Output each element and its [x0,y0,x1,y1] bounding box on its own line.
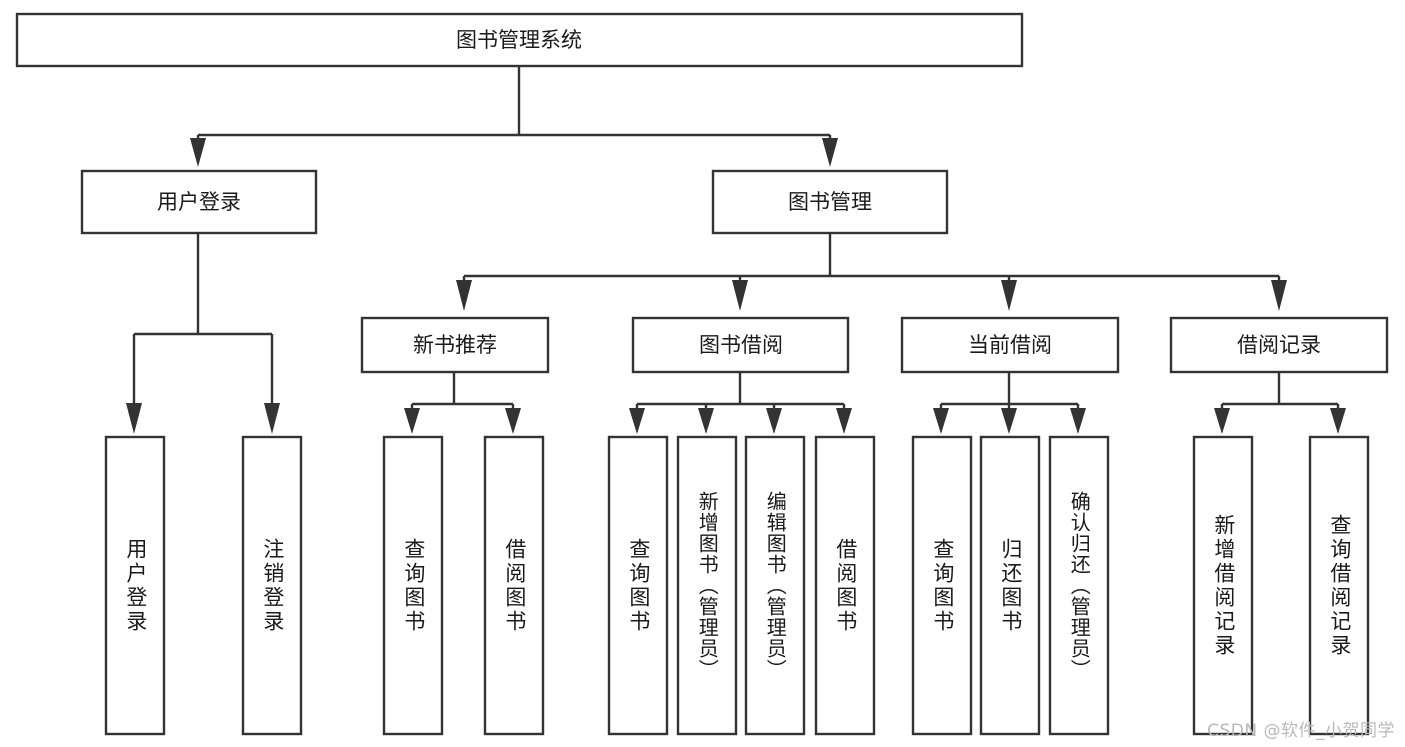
node-book-manage-label: 图书管理 [788,190,872,214]
node-leaf-user-login-box[interactable] [104,435,166,736]
node-leaf-return-book-box[interactable] [979,435,1041,736]
node-leaf-query-book-2[interactable]: 查询图书 [607,435,669,736]
node-leaf-borrow-book-2-box[interactable] [814,435,876,736]
node-leaf-user-logout-label: 注销登录 [260,537,285,634]
node-borrow-record-label: 借阅记录 [1237,333,1321,357]
arrow-to-current-borrow [1001,280,1017,311]
node-user-login-label: 用户登录 [157,190,241,214]
node-book-borrow-box[interactable] [631,316,850,374]
arrow-leaf-add-record [1214,408,1230,434]
node-leaf-query-record-box[interactable] [1308,435,1370,736]
node-leaf-add-book-label: 新增图书（管理员） [695,491,720,680]
arrow-to-new-book-recommend [456,280,472,311]
node-leaf-borrow-book-1-label: 借阅图书 [502,537,527,634]
node-leaf-add-record-label: 新增借阅记录 [1211,513,1236,658]
node-leaf-query-record-label: 查询借阅记录 [1327,513,1352,658]
arrow-leaf-borrow-book-2 [836,408,852,434]
node-new-book-recommend-box[interactable] [360,316,550,374]
arrow-to-borrow-record [1271,280,1287,311]
arrow-to-user-login [190,138,206,167]
node-book-manage[interactable]: 图书管理 [711,169,949,235]
arrow-leaf-return-book [1001,408,1017,434]
arrow-to-book-manage [822,138,838,167]
node-leaf-add-record[interactable]: 新增借阅记录 [1192,435,1254,736]
arrow-leaf-query-record [1330,408,1346,434]
node-leaf-query-book-2-label: 查询图书 [626,537,651,634]
arrow-leaf-user-login [126,403,142,434]
node-leaf-user-login[interactable]: 用户登录 [104,435,166,736]
node-book-borrow-label: 图书借阅 [699,333,783,357]
node-leaf-query-book-1-label: 查询图书 [401,537,426,634]
arrow-leaf-confirm-return [1070,408,1086,434]
node-leaf-query-book-3[interactable]: 查询图书 [911,435,973,736]
node-borrow-record-box[interactable] [1169,316,1389,374]
node-leaf-user-logout[interactable]: 注销登录 [241,435,303,736]
node-leaf-return-book-label: 归还图书 [998,537,1023,634]
node-leaf-user-login-label: 用户登录 [123,537,148,634]
node-borrow-record[interactable]: 借阅记录 [1169,316,1389,374]
node-leaf-query-book-1-box[interactable] [382,435,444,736]
node-leaf-confirm-return-label: 确认归还（管理员） [1067,491,1092,680]
node-root-box[interactable] [15,12,1024,68]
arrow-leaf-query-book-3 [933,408,949,434]
arrow-leaf-add-book [698,408,714,434]
node-leaf-add-book-box[interactable] [676,435,738,736]
node-leaf-user-logout-box[interactable] [241,435,303,736]
node-root[interactable]: 图书管理系统 [15,12,1024,68]
node-leaf-query-book-3-box[interactable] [911,435,973,736]
arrow-to-book-borrow [732,280,748,311]
node-current-borrow-label: 当前借阅 [968,333,1052,357]
node-leaf-add-book[interactable]: 新增图书（管理员） [676,435,738,736]
node-user-login-box[interactable] [80,169,318,235]
arrow-leaf-query-book-2 [629,408,645,434]
node-leaf-query-book-2-box[interactable] [607,435,669,736]
node-leaf-borrow-book-2-label: 借阅图书 [833,537,858,634]
node-leaf-edit-book[interactable]: 编辑图书（管理员） [744,435,806,736]
connector-layer [126,66,1346,434]
arrow-leaf-query-book-1 [404,408,420,434]
node-leaf-query-book-1[interactable]: 查询图书 [382,435,444,736]
node-book-manage-box[interactable] [711,169,949,235]
node-leaf-borrow-book-1[interactable]: 借阅图书 [483,435,545,736]
node-new-book-recommend-label: 新书推荐 [413,333,497,357]
arrow-leaf-edit-book [766,408,782,434]
node-leaf-borrow-book-1-box[interactable] [483,435,545,736]
node-leaf-return-book[interactable]: 归还图书 [979,435,1041,736]
node-leaf-confirm-return[interactable]: 确认归还（管理员） [1048,435,1110,736]
node-leaf-query-book-3-label: 查询图书 [930,537,955,634]
arrow-leaf-user-logout [264,403,280,434]
node-current-borrow[interactable]: 当前借阅 [900,316,1120,374]
node-leaf-borrow-book-2[interactable]: 借阅图书 [814,435,876,736]
arrow-leaf-borrow-book-1 [505,408,521,434]
node-leaf-add-record-box[interactable] [1192,435,1254,736]
node-current-borrow-box[interactable] [900,316,1120,374]
csdn-watermark: CSDN @软件_小贺同学 [1207,721,1395,741]
node-root-label: 图书管理系统 [456,28,582,52]
node-book-borrow[interactable]: 图书借阅 [631,316,850,374]
node-new-book-recommend[interactable]: 新书推荐 [360,316,550,374]
node-leaf-edit-book-box[interactable] [744,435,806,736]
node-user-login[interactable]: 用户登录 [80,169,318,235]
node-leaf-query-record[interactable]: 查询借阅记录 [1308,435,1370,736]
node-leaf-confirm-return-box[interactable] [1048,435,1110,736]
node-leaf-edit-book-label: 编辑图书（管理员） [763,491,788,680]
